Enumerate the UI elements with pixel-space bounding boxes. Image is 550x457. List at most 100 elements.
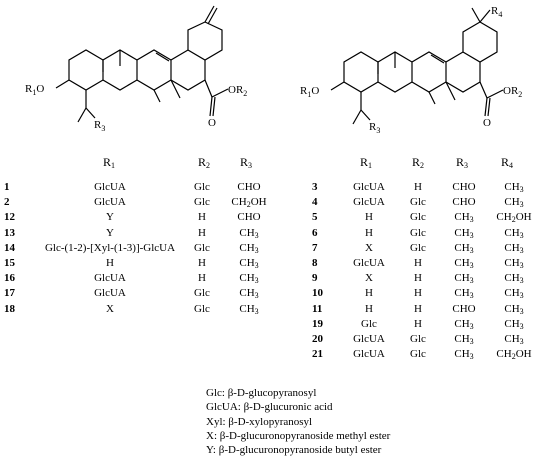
table-row: 2 GlcUA Glc CH2OH — [0, 195, 290, 210]
left-r1o-label: R1O — [25, 83, 44, 97]
cell-r3: CH3 — [239, 302, 259, 316]
cell-id: 11 — [312, 302, 323, 315]
cell-r3: CH3 — [454, 257, 474, 270]
cell-id: 10 — [312, 287, 323, 300]
cell-r3: CHO — [237, 181, 261, 193]
right-header-r2: R2 — [412, 155, 425, 170]
legend-item: Glc: β-D-glucopyranosyl — [206, 387, 317, 399]
cell-r1: GlcUA — [94, 287, 126, 300]
cell-id: 4 — [312, 196, 318, 209]
cell-id: 19 — [312, 317, 323, 330]
cell-r1: GlcUA — [353, 196, 385, 209]
left-header-r2: R2 — [198, 155, 211, 170]
cell-r2: H — [414, 272, 422, 285]
table-row: 16 GlcUA H CH3 — [0, 271, 290, 286]
cell-r4: CH3 — [504, 226, 524, 240]
cell-r3: CH3 — [454, 241, 474, 255]
cell-r1: H — [365, 226, 373, 239]
cell-r2: Glc — [194, 196, 210, 209]
right-header-r1: R1 — [360, 155, 373, 170]
cell-r2: Glc — [410, 196, 426, 209]
cell-r2: Glc — [410, 348, 426, 361]
cell-id: 2 — [4, 196, 10, 209]
legend-item: Y: β-D-glucuronopyranoside butyl ester — [206, 444, 382, 457]
cell-id: 17 — [4, 287, 15, 300]
cell-r1: GlcUA — [94, 196, 126, 209]
abbreviation-legend: Glc: β-D-glucopyranosyl GlcUA: β-D-glucu… — [206, 386, 390, 457]
cell-r2: H — [198, 272, 206, 285]
left-r3-label: R3 — [94, 119, 105, 133]
left-structure: R1O R3 O OR2 — [25, 5, 247, 133]
cell-r2: H — [198, 226, 206, 239]
cell-r1: GlcUA — [353, 257, 385, 269]
cell-r4: CH2OH — [496, 348, 532, 362]
right-structure: R4 R1O R3 O OR2 — [300, 5, 522, 135]
cell-r3: CH3 — [454, 226, 474, 240]
cell-r1: GlcUA — [94, 272, 126, 285]
cell-id: 16 — [4, 272, 15, 285]
cell-id: 12 — [4, 211, 15, 224]
cell-r1: Y — [106, 226, 114, 239]
cell-r1: X — [106, 302, 114, 315]
cell-id: 5 — [312, 211, 318, 224]
cell-id: 18 — [4, 302, 15, 315]
cell-r2: Glc — [194, 241, 210, 254]
cell-r1: Glc — [361, 317, 377, 330]
left-header-r1: R1 — [103, 155, 116, 170]
cell-r3: CH3 — [454, 333, 474, 346]
cell-r1: H — [365, 287, 373, 300]
right-r1o-label: R1O — [300, 85, 319, 99]
cell-r3: CHO — [452, 196, 476, 209]
cell-r4: CH3 — [504, 333, 524, 346]
cell-r2: H — [414, 257, 422, 269]
cell-r3: CH3 — [239, 272, 259, 286]
cell-r2: H — [198, 211, 206, 224]
cell-r2: Glc — [194, 181, 210, 193]
structure-diagrams: R1O R3 O OR2 R4 R1O R3 — [25, 5, 522, 135]
cell-r4: CH2OH — [496, 211, 532, 225]
cell-r1: H — [106, 257, 114, 269]
cell-r1: GlcUA — [353, 333, 385, 345]
cell-r2: H — [414, 287, 422, 300]
cell-r1: X — [365, 272, 373, 285]
cell-r3: CH3 — [239, 287, 259, 301]
cell-r2: H — [414, 181, 422, 193]
cell-r3: CH3 — [454, 287, 474, 301]
cell-id: 15 — [4, 257, 15, 269]
cell-id: 7 — [312, 241, 318, 254]
right-or2-label: OR2 — [503, 85, 522, 99]
cell-id: 21 — [312, 348, 323, 361]
cell-r1: X — [365, 241, 373, 254]
cell-r4: CH3 — [504, 181, 524, 194]
cell-r3: CH3 — [454, 317, 474, 331]
right-r4-label: R4 — [491, 5, 502, 19]
cell-r1: GlcUA — [94, 181, 126, 193]
cell-id: 8 — [312, 257, 318, 269]
cell-r2: H — [198, 257, 206, 269]
cell-r1: GlcUA — [353, 348, 385, 361]
cell-r2: H — [414, 302, 422, 315]
cell-id: 6 — [312, 226, 318, 239]
cell-r3: CHO — [452, 181, 476, 193]
cell-r1: Y — [106, 211, 114, 224]
right-header-r4: R4 — [501, 155, 514, 170]
right-carbonyl-o: O — [483, 117, 491, 129]
cell-r3: CH2OH — [231, 196, 267, 210]
cell-r4: CH3 — [504, 272, 524, 286]
